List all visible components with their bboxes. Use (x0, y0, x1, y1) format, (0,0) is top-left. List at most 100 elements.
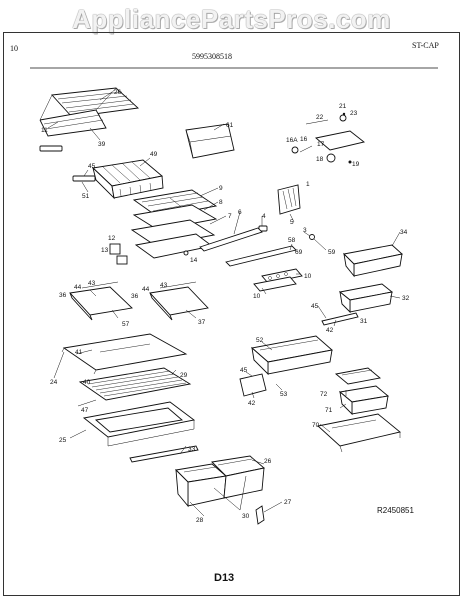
upper-wire-shelf[interactable] (132, 189, 218, 218)
crisper-cover-frame[interactable] (78, 367, 192, 401)
dairy-bin[interactable] (338, 283, 394, 314)
crisper-slide-rail[interactable] (129, 445, 199, 463)
callout-72: 72 (320, 391, 328, 398)
pan-support[interactable] (317, 413, 401, 453)
callout-7: 7 (228, 213, 232, 220)
callout-26: 26 (114, 89, 122, 96)
glass-shelf-insert[interactable] (130, 219, 216, 247)
meat-keeper-drawer[interactable] (251, 335, 333, 376)
callout-61: 61 (226, 122, 234, 129)
crisper-support-frame[interactable] (82, 401, 196, 447)
callout-12: 12 (108, 235, 116, 242)
rack-pivot-pin[interactable] (309, 234, 315, 240)
callout-47: 47 (81, 407, 89, 414)
callout-31: 31 (360, 318, 368, 325)
callout-52: 52 (256, 337, 264, 344)
shelf-support-clip[interactable] (39, 145, 63, 152)
cantilever-shelf-left[interactable] (69, 281, 133, 321)
callout-labels: 26 11 39 61 22 21 23 16A 16 17 18 19 45 … (41, 89, 410, 524)
site-watermark: AppliancePartsPros.com (72, 4, 391, 34)
callout-22: 22 (316, 114, 324, 121)
callout-53: 53 (280, 391, 288, 398)
callout-8: 8 (219, 199, 223, 206)
control-housing-assembly[interactable] (291, 112, 366, 164)
callout-25: 25 (59, 437, 67, 444)
callout-3: 3 (303, 227, 307, 234)
callout-34: 34 (400, 229, 408, 236)
storage-pan[interactable] (338, 385, 390, 416)
freezer-basket[interactable] (92, 159, 164, 200)
leader-lines (47, 91, 401, 517)
crisper-pan-small[interactable] (343, 244, 403, 278)
keeper-slide-rail[interactable] (239, 373, 267, 397)
shelf-frame[interactable] (132, 204, 218, 231)
callout-4: 4 (262, 213, 266, 220)
callout-42: 42 (326, 327, 334, 334)
callout-44a: 44 (74, 284, 82, 291)
diagram-frame (3, 32, 460, 596)
callout-10b: 10 (253, 293, 261, 300)
callout-36a: 36 (59, 292, 67, 299)
callout-28: 28 (196, 517, 204, 524)
callout-16a: 16A (286, 137, 298, 144)
freezer-wire-shelf[interactable] (39, 87, 140, 137)
callout-27: 27 (284, 499, 292, 506)
callout-51: 51 (82, 193, 90, 200)
callout-43a: 43 (88, 280, 96, 287)
bottle-rack[interactable] (277, 184, 301, 215)
callout-43b: 43 (160, 282, 168, 289)
callout-30: 30 (242, 513, 250, 520)
callout-24: 24 (50, 379, 58, 386)
bracket-screw[interactable] (183, 250, 189, 256)
callout-45: 45 (88, 163, 96, 170)
basket-slide-rail[interactable] (72, 175, 96, 182)
pan-cover[interactable] (334, 367, 382, 385)
callout-18: 18 (316, 156, 324, 163)
watermark-banner: AppliancePartsPros.com (0, 0, 463, 44)
callout-58: 58 (288, 237, 296, 244)
page-code: D13 (214, 572, 235, 584)
crisper-drawer-pair[interactable] (175, 455, 265, 508)
callout-9: 9 (219, 185, 223, 192)
callout-40: 40 (83, 379, 91, 386)
shelf-bracket-left[interactable] (109, 243, 121, 255)
callout-33: 33 (188, 446, 196, 453)
callout-29: 29 (180, 372, 188, 379)
callout-70: 70 (312, 422, 320, 429)
crisper-glass-shelf[interactable] (61, 333, 188, 375)
header-page-index: 10 (10, 44, 18, 53)
callout-23: 23 (350, 110, 358, 117)
callout-42b: 42 (248, 400, 256, 407)
drawer-stop[interactable] (255, 505, 265, 525)
meat-keeper-cover[interactable] (185, 123, 235, 159)
callout-69: 69 (295, 249, 303, 256)
callout-49: 49 (150, 151, 158, 158)
shelf-bracket-right[interactable] (116, 255, 128, 265)
callout-17: 17 (317, 141, 325, 148)
callout-59: 59 (328, 249, 336, 256)
drawing-reference-number: R2450851 (377, 506, 414, 515)
callout-37: 37 (198, 319, 206, 326)
callout-39: 39 (98, 141, 106, 148)
callout-26b: 26 (264, 458, 272, 465)
callout-11: 11 (41, 127, 48, 134)
callout-21: 21 (339, 103, 347, 110)
callout-19: 19 (352, 161, 360, 168)
callout-36b: 36 (131, 293, 139, 300)
egg-tray[interactable] (253, 268, 303, 292)
header-section-code: ST-CAP (412, 41, 439, 50)
callout-16: 16 (300, 136, 308, 143)
callout-1: 1 (306, 181, 310, 188)
bin-slide-rail[interactable] (321, 312, 359, 326)
callout-13: 13 (101, 247, 109, 254)
callout-45b: 45 (311, 303, 319, 310)
cantilever-shelf-right[interactable] (149, 281, 209, 321)
callout-45c: 45 (240, 367, 248, 374)
callout-71: 71 (325, 407, 333, 414)
callout-41: 41 (75, 349, 83, 356)
shelf-slide-rail[interactable] (199, 227, 297, 267)
callout-6: 6 (238, 209, 242, 216)
callout-57: 57 (122, 321, 130, 328)
